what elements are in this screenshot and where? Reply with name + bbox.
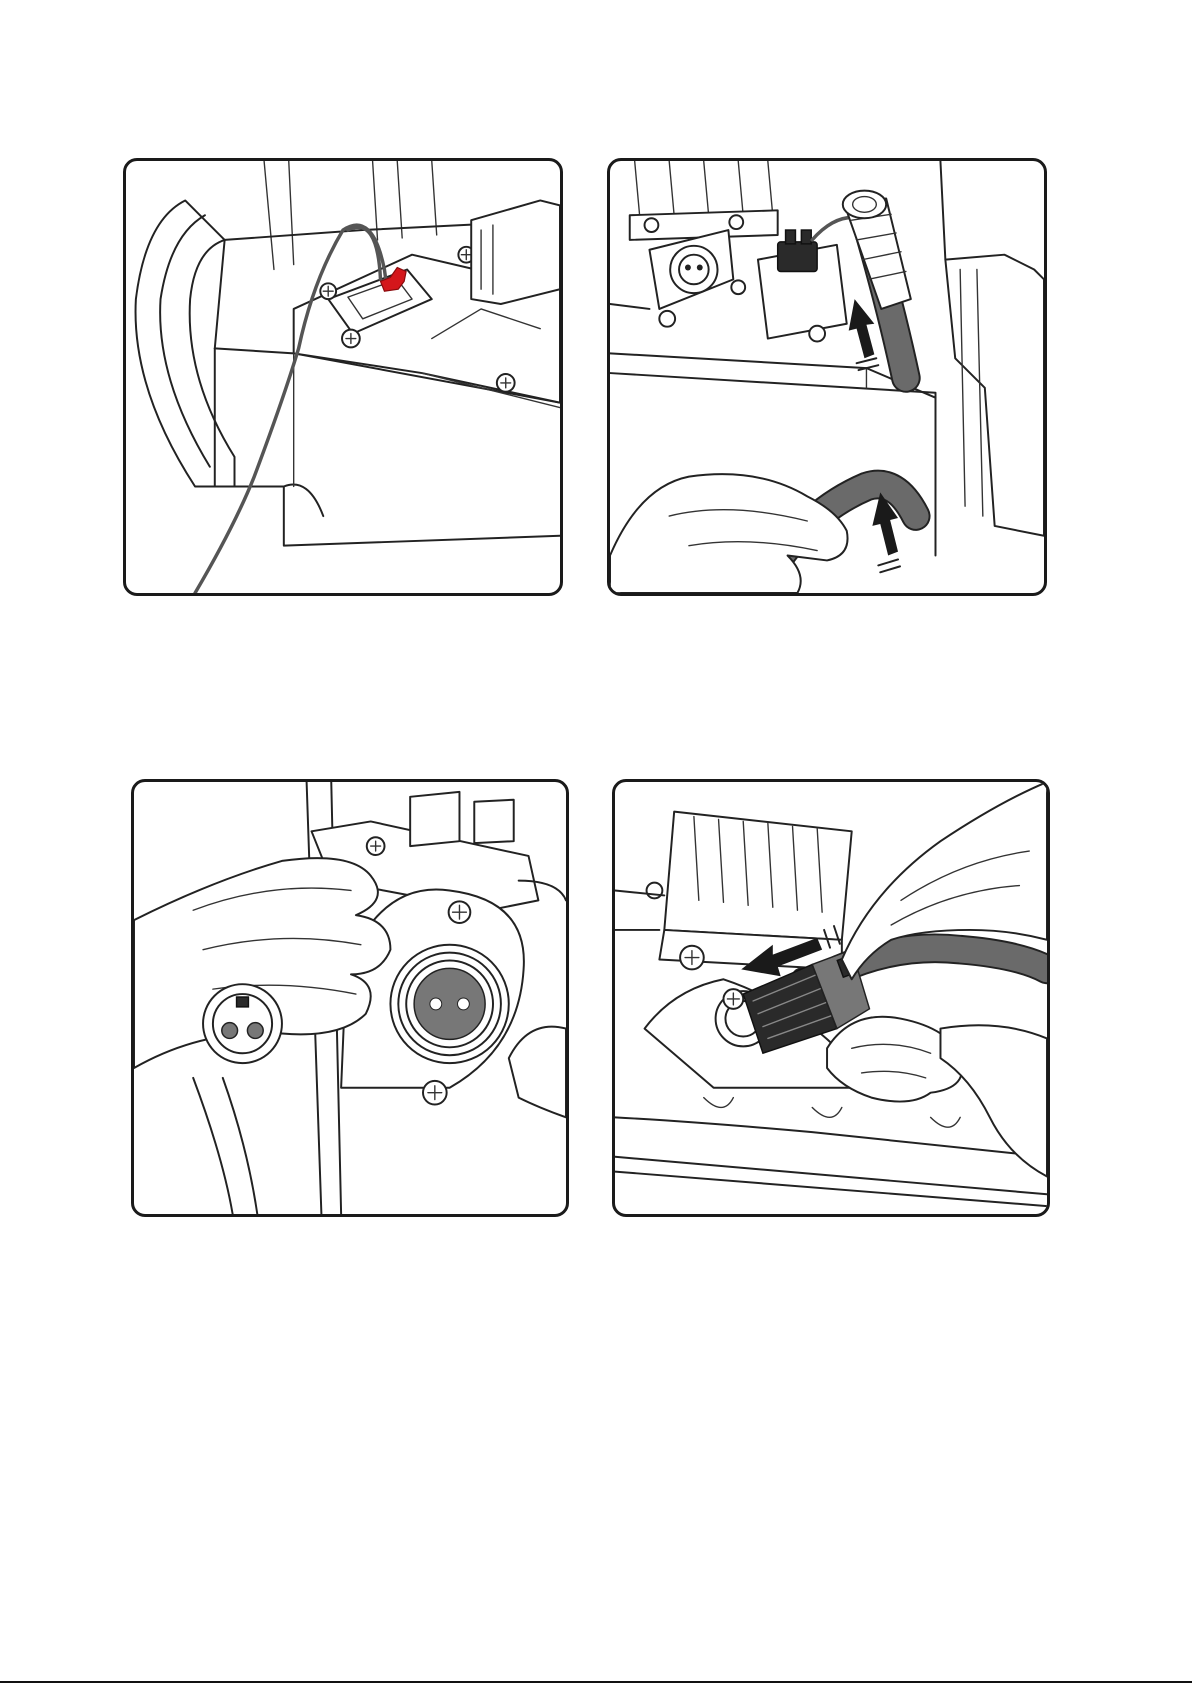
hand-icon [610,474,848,593]
two-pin-socket-icon [390,945,508,1063]
illustration-panel-2 [607,158,1047,596]
black-connector-icon [778,242,817,272]
socket-alignment-illustration [134,782,566,1214]
two-pin-plug-icon [203,984,282,1063]
illustration-panel-4 [612,779,1050,1217]
illustration-panel-3 [131,779,569,1217]
arrow-up-icon [849,299,879,370]
illustration-panel-1 [123,158,563,596]
bottom-edge-rule [0,1681,1192,1683]
cable-plug-icon [843,191,911,309]
plug-insertion-illustration [615,782,1047,1214]
battery-compartment-illustration [126,161,560,593]
cable-routing-illustration [610,161,1044,593]
